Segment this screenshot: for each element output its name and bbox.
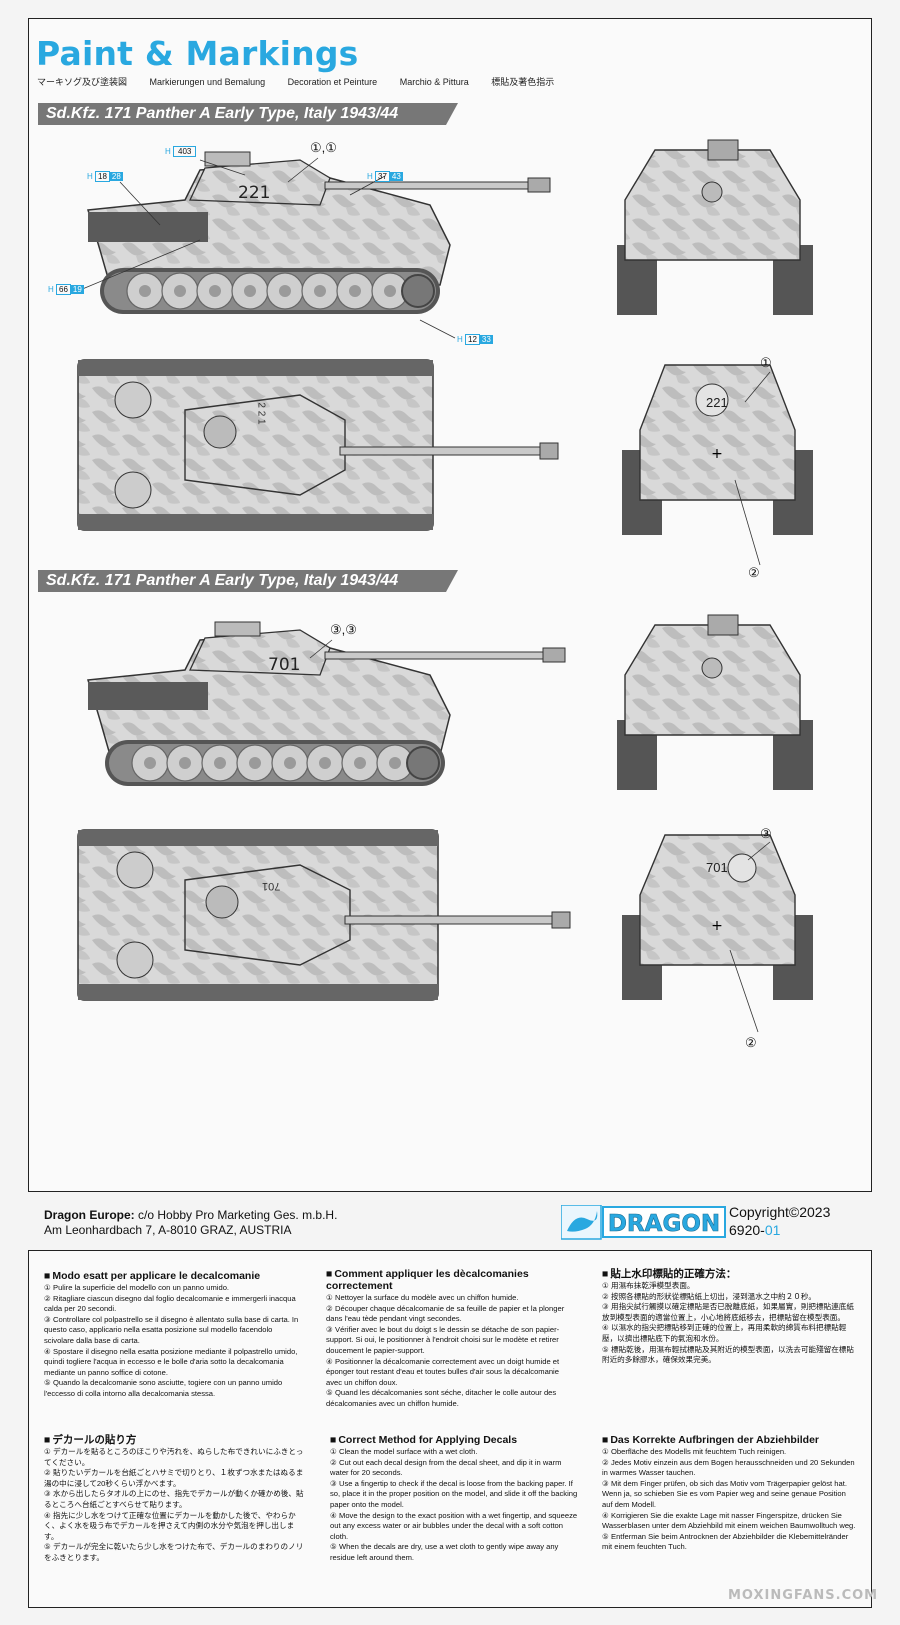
distributor-address: Dragon Europe: c/o Hobby Pro Marketing G… [44,1208,337,1238]
front-view-2 [617,614,813,790]
decal-instructions-box [28,1250,872,1608]
top-view-1 [77,359,559,531]
callout-side-1: ①,① [310,140,337,155]
front-view-1 [617,139,813,315]
subtitle-ja: マーキソグ及び塗装図 [37,77,128,87]
callout-rear-top-2: ③ [760,826,772,841]
company-name: Dragon Europe: [44,1208,135,1222]
heading-italian: Modo esatt per applicare le decalcomanie [44,1270,299,1282]
rear-view-1: + [622,364,813,535]
callout-rear-bottom-1: ② [748,565,760,580]
rear-number-221: 221 [706,395,728,410]
brand-text: DRAGON [608,1211,720,1237]
site-watermark: MOXINGFANS.COM [728,1588,879,1603]
hull-number-221: 221 [238,183,271,203]
rear-number-701: 701 [706,860,728,875]
address-line-1: c/o Hobby Pro Marketing Ges. m.b.H. [138,1208,338,1222]
svg-text:+: + [711,918,723,934]
copyright-text: Copyright©2023 [729,1204,831,1220]
top-view-2 [77,829,571,1001]
subtitle-fr: Decoration et Peinture [287,77,378,87]
callout-rear-bottom-2: ② [745,1035,757,1050]
address-line-2: Am Leonhardbach 7, A-8010 GRAZ, AUSTRIA [44,1223,292,1237]
copyright-block: Copyright©2023 6920-01 [729,1203,830,1239]
paint-code-403: H 403 [165,146,197,157]
heading-chinese: 貼上水印標貼的正確方法： [602,1268,857,1280]
product-code: 6920- [729,1222,765,1238]
callout-rear-top-1: ① [760,355,772,370]
svg-text:+: + [711,446,723,462]
subtitle-languages: マーキソグ及び塗装図 Markierungen und Bemalung Dec… [37,75,574,88]
side-view-2 [87,621,566,787]
product-code-suffix: 01 [764,1222,781,1238]
instructions-german: Das Korrekte Aufbringen der Abziehbilder… [602,1434,857,1553]
subtitle-de: Markierungen und Bemalung [149,77,266,87]
heading-japanese: デカールの貼り方 [44,1434,304,1446]
instructions-italian: Modo esatt per applicare le decalcomanie… [44,1270,299,1400]
heading-german: Das Korrekte Aufbringen der Abziehbilder [602,1434,857,1446]
instructions-english: Correct Method for Applying Decals ①Clea… [330,1434,578,1564]
subtitle-it: Marchio & Pittura [399,77,469,87]
subtitle-zh: 標貼及著色指示 [491,77,555,87]
top-number-701: 701 [262,880,281,892]
scheme-banner-1: Sd.Kfz. 171 Panther A Early Type, Italy … [38,103,458,125]
scheme-banner-2: Sd.Kfz. 171 Panther A Early Type, Italy … [38,570,458,592]
page-title: Paint & Markings [36,34,359,73]
heading-french: Comment appliquer les dècalcomanies corr… [326,1268,576,1292]
side-view-1 [87,151,551,315]
instructions-japanese: デカールの貼り方 ①デカールを貼るところのほこりや汚れを、ぬらした布できれいにふ… [44,1434,304,1564]
top-number-221: 2 2 1 [255,402,267,425]
heading-english: Correct Method for Applying Decals [330,1434,578,1446]
instructions-french: Comment appliquer les dècalcomanies corr… [326,1268,576,1410]
dragon-logo: DRAGON [560,1204,726,1246]
rear-view-2: + [622,834,813,1000]
callout-side-2: ③,③ [330,622,357,637]
hull-number-701: 701 [268,655,301,675]
